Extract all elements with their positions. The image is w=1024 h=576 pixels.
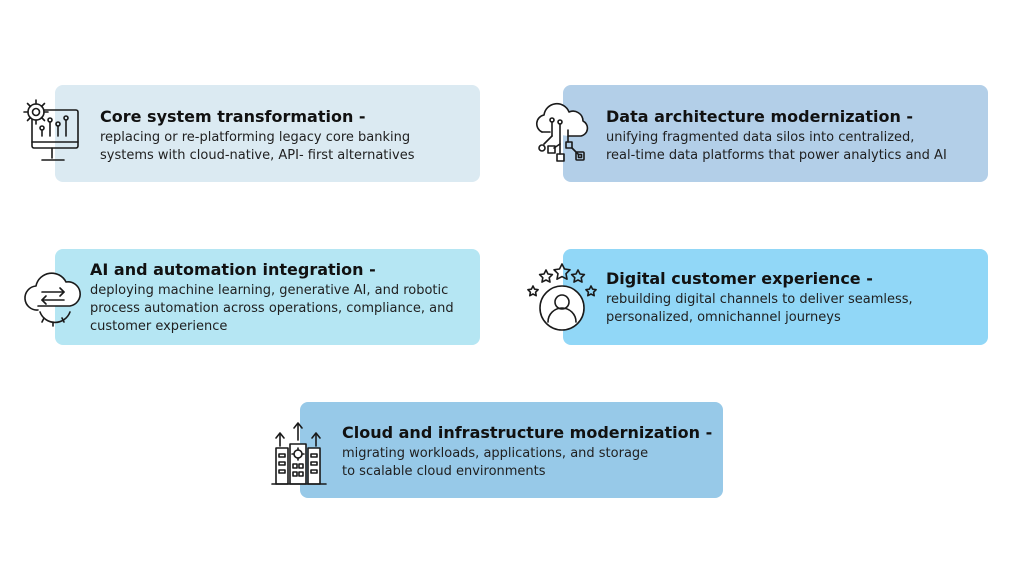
card-title: Core system transformation - [100, 107, 366, 126]
card-description: rebuilding digital channels to deliver s… [606, 292, 913, 325]
card-description: migrating workloads, applications, and s… [342, 446, 649, 479]
cloud-sync-gear-icon [18, 262, 88, 332]
customer-stars-icon [526, 262, 597, 334]
gear-monitor-icon [20, 96, 80, 172]
card-title: Cloud and infrastructure modernization - [342, 423, 713, 442]
building-upgrade-icon [270, 420, 328, 488]
card-description: unifying fragmented data silos into cent… [606, 130, 947, 163]
card-cloud-infrastructure-modernization [300, 402, 723, 498]
card-title: Data architecture modernization - [606, 107, 914, 126]
cloud-network-icon [528, 100, 594, 166]
card-digital-customer-experience [563, 249, 988, 345]
card-data-architecture-modernization [563, 85, 988, 182]
card-core-system-transformation [55, 85, 480, 182]
card-title: Digital customer experience - [606, 269, 873, 288]
card-description: replacing or re-platforming legacy core … [100, 130, 415, 163]
card-ai-automation-integration [55, 249, 480, 345]
card-title: AI and automation integration - [90, 260, 376, 279]
card-description: deploying machine learning, generative A… [90, 283, 454, 334]
